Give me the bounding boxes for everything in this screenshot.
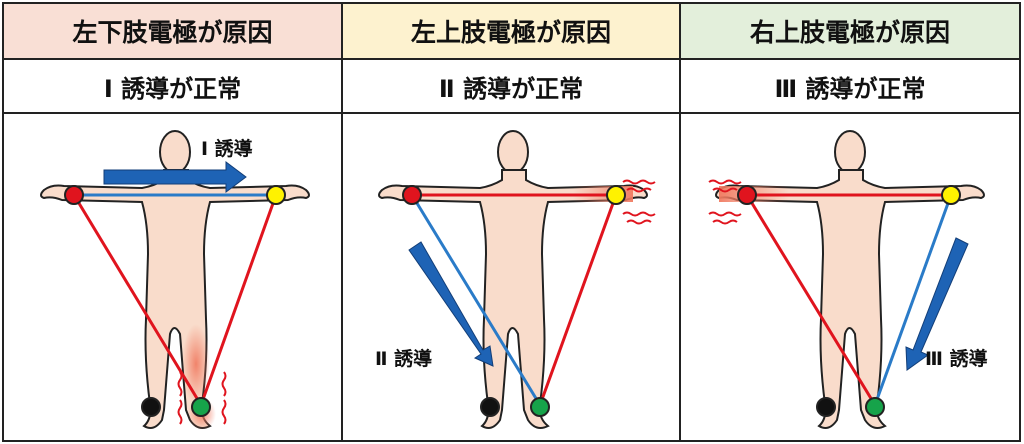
lead-three-line (199, 194, 278, 406)
body-diagram: Ⅲ 誘導 (708, 130, 988, 429)
lead-label: Ⅲ 誘導 (925, 347, 988, 370)
panel-figure: Ⅰ 誘導 (4, 114, 341, 440)
tremor-wave-icon (177, 371, 227, 425)
lead-label: Ⅱ 誘導 (375, 347, 432, 370)
panel-header: 左下肢電極が原因 (4, 4, 341, 60)
panel-right-arm: 右上肢電極が原因 Ⅲ 誘導が正常 (679, 4, 1019, 440)
human-body-icon (40, 130, 310, 429)
lead-two-line (72, 194, 203, 406)
electrode-icon (64, 185, 84, 205)
human-body-icon (715, 130, 985, 429)
tremor-wave-icon (708, 179, 742, 225)
tremor-wave-icon (622, 179, 656, 225)
panel-header: 左上肢電極が原因 (343, 4, 679, 60)
electrode-icon (606, 185, 626, 205)
electrode-icon (865, 397, 885, 417)
lead-three-line (538, 194, 618, 406)
panel-subtitle: Ⅰ 誘導が正常 (4, 60, 341, 114)
body-diagram: Ⅱ 誘導 (375, 130, 656, 429)
electrode-icon (141, 397, 161, 417)
electrode-icon (266, 185, 286, 205)
body-diagram: Ⅰ 誘導 (40, 130, 310, 430)
lead-arrow-icon (905, 237, 969, 371)
lead-two-line (410, 194, 542, 406)
electrode-icon (402, 185, 422, 205)
electrode-icon (816, 397, 836, 417)
lead-arrow-icon (408, 241, 494, 367)
panel-left-leg: 左下肢電極が原因 Ⅰ 誘導が正常 (4, 4, 341, 440)
electrode-icon (530, 397, 550, 417)
panel-subtitle: Ⅱ 誘導が正常 (343, 60, 679, 114)
electrode-icon (737, 185, 757, 205)
electrode-icon (480, 397, 500, 417)
human-body-icon (378, 130, 648, 429)
panel-figure: Ⅱ 誘導 (343, 114, 679, 440)
lead-two-line (745, 194, 877, 406)
panel-subtitle: Ⅲ 誘導が正常 (681, 60, 1019, 114)
lead-three-line (873, 194, 953, 406)
panel-left-arm: 左上肢電極が原因 Ⅱ 誘導が正常 (341, 4, 679, 440)
electrode-icon (191, 397, 211, 417)
panel-header: 右上肢電極が原因 (681, 4, 1019, 60)
lead-arrow-icon (103, 161, 247, 193)
lead-label: Ⅰ 誘導 (201, 137, 253, 160)
electrode-icon (941, 185, 961, 205)
panel-figure: Ⅲ 誘導 (681, 114, 1019, 440)
